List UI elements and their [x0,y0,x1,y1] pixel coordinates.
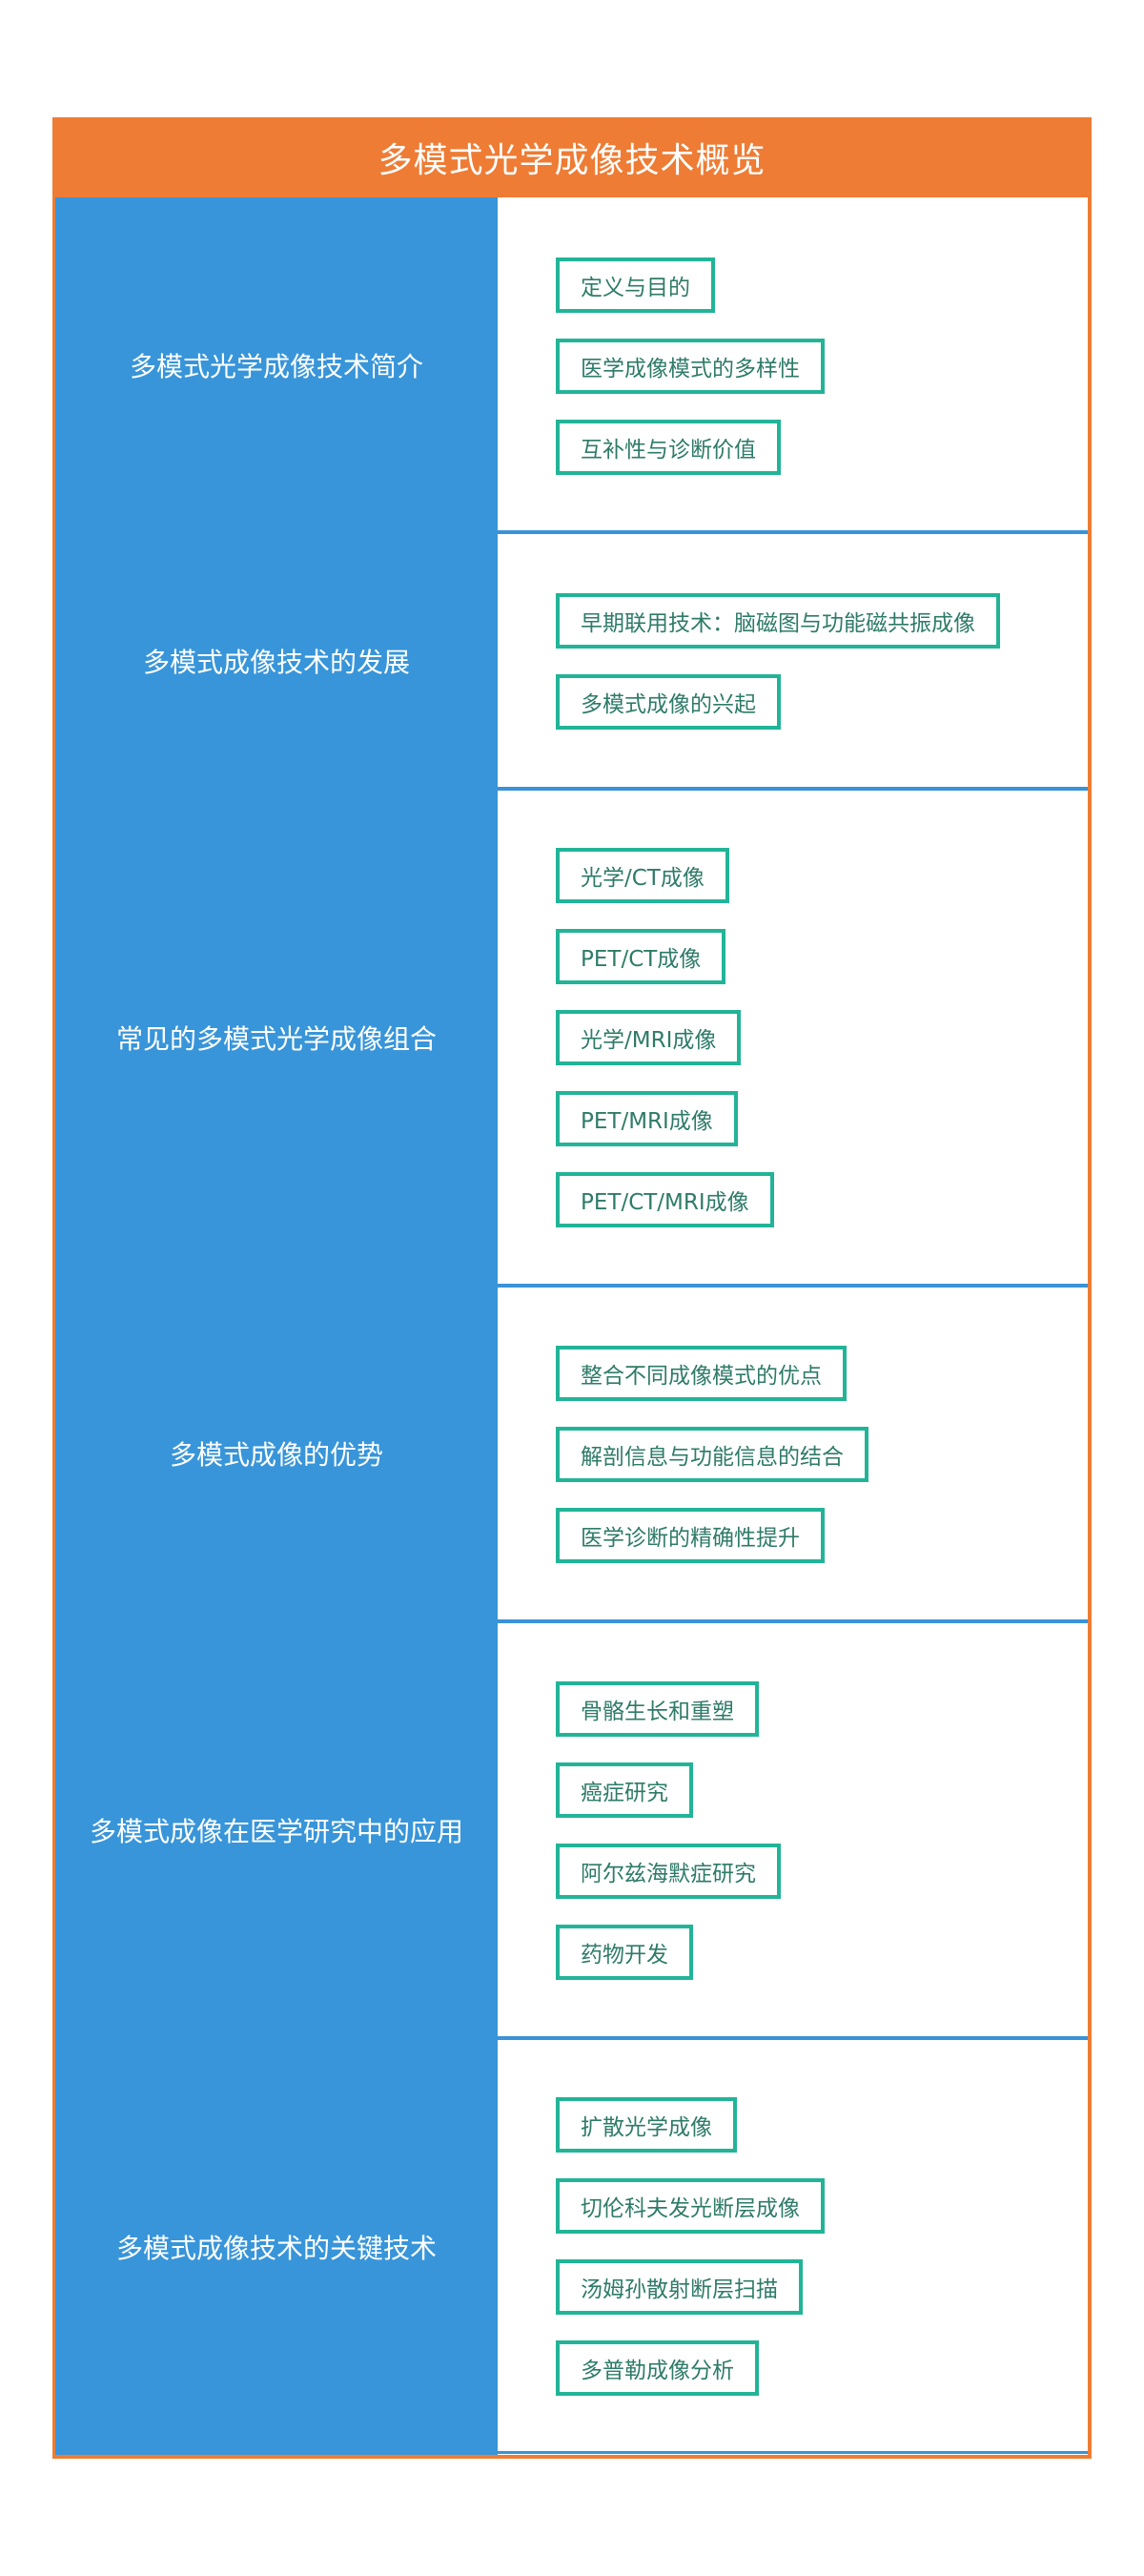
bottom-divider [498,2451,1088,2454]
topic-box: 定义与目的 [556,258,715,313]
topic-box: 光学/CT成像 [556,848,729,903]
topic-box: 早期联用技术：脑磁图与功能磁共振成像 [556,593,1000,649]
diagram-body: 多模式光学成像技术简介 定义与目的 医学成像模式的多样性 互补性与诊断价值 多模… [55,197,1088,2455]
section-label: 多模式成像的优势 [55,1286,498,1621]
section-label: 多模式光学成像技术简介 [55,197,498,532]
section-development: 多模式成像技术的发展 早期联用技术：脑磁图与功能磁共振成像 多模式成像的兴起 [55,530,1088,789]
section-content: 扩散光学成像 切伦科夫发光断层成像 汤姆孙散射断层扫描 多普勒成像分析 [498,2038,1088,2455]
section-applications: 多模式成像在医学研究中的应用 骨骼生长和重塑 癌症研究 阿尔兹海默症研究 药物开… [55,1619,1088,2038]
topic-box: PET/CT成像 [556,929,726,984]
section-label: 多模式成像技术的发展 [55,532,498,789]
topic-box: 阿尔兹海默症研究 [556,1844,781,1899]
topic-box: 光学/MRI成像 [556,1010,742,1065]
topic-box: 解剖信息与功能信息的结合 [556,1427,868,1482]
section-content: 早期联用技术：脑磁图与功能磁共振成像 多模式成像的兴起 [498,532,1088,789]
overview-diagram: 多模式光学成像技术概览 多模式光学成像技术简介 定义与目的 医学成像模式的多样性… [52,117,1092,2459]
topic-box: 癌症研究 [556,1762,693,1818]
section-divider [498,787,1088,791]
topic-box: 医学诊断的精确性提升 [556,1508,825,1563]
section-divider [498,2036,1088,2040]
topic-box: 医学成像模式的多样性 [556,339,825,394]
section-intro: 多模式光学成像技术简介 定义与目的 医学成像模式的多样性 互补性与诊断价值 [55,197,1088,532]
section-label: 多模式成像技术的关键技术 [55,2038,498,2455]
topic-box: PET/MRI成像 [556,1091,738,1146]
topic-box: 多普勒成像分析 [556,2340,759,2396]
diagram-title: 多模式光学成像技术概览 [378,141,766,180]
section-divider [498,1284,1088,1288]
topic-box: 多模式成像的兴起 [556,674,781,730]
section-label: 常见的多模式光学成像组合 [55,789,498,1286]
section-divider [498,530,1088,534]
topic-box: 整合不同成像模式的优点 [556,1346,847,1401]
section-content: 骨骼生长和重塑 癌症研究 阿尔兹海默症研究 药物开发 [498,1621,1088,2038]
topic-box: 药物开发 [556,1925,693,1980]
section-key-technologies: 多模式成像技术的关键技术 扩散光学成像 切伦科夫发光断层成像 汤姆孙散射断层扫描… [55,2036,1088,2455]
topic-box: 切伦科夫发光断层成像 [556,2178,825,2234]
section-content: 定义与目的 医学成像模式的多样性 互补性与诊断价值 [498,197,1088,532]
section-label: 多模式成像在医学研究中的应用 [55,1621,498,2038]
section-content: 光学/CT成像 PET/CT成像 光学/MRI成像 PET/MRI成像 PET/… [498,789,1088,1286]
topic-box: 扩散光学成像 [556,2097,737,2153]
section-divider [498,1619,1088,1623]
topic-box: 互补性与诊断价值 [556,420,781,475]
topic-box: 骨骼生长和重塑 [556,1681,759,1737]
topic-box: PET/CT/MRI成像 [556,1172,774,1227]
section-content: 整合不同成像模式的优点 解剖信息与功能信息的结合 医学诊断的精确性提升 [498,1286,1088,1621]
section-advantages: 多模式成像的优势 整合不同成像模式的优点 解剖信息与功能信息的结合 医学诊断的精… [55,1284,1088,1621]
topic-box: 汤姆孙散射断层扫描 [556,2259,803,2315]
section-combinations: 常见的多模式光学成像组合 光学/CT成像 PET/CT成像 光学/MRI成像 P… [55,787,1088,1286]
